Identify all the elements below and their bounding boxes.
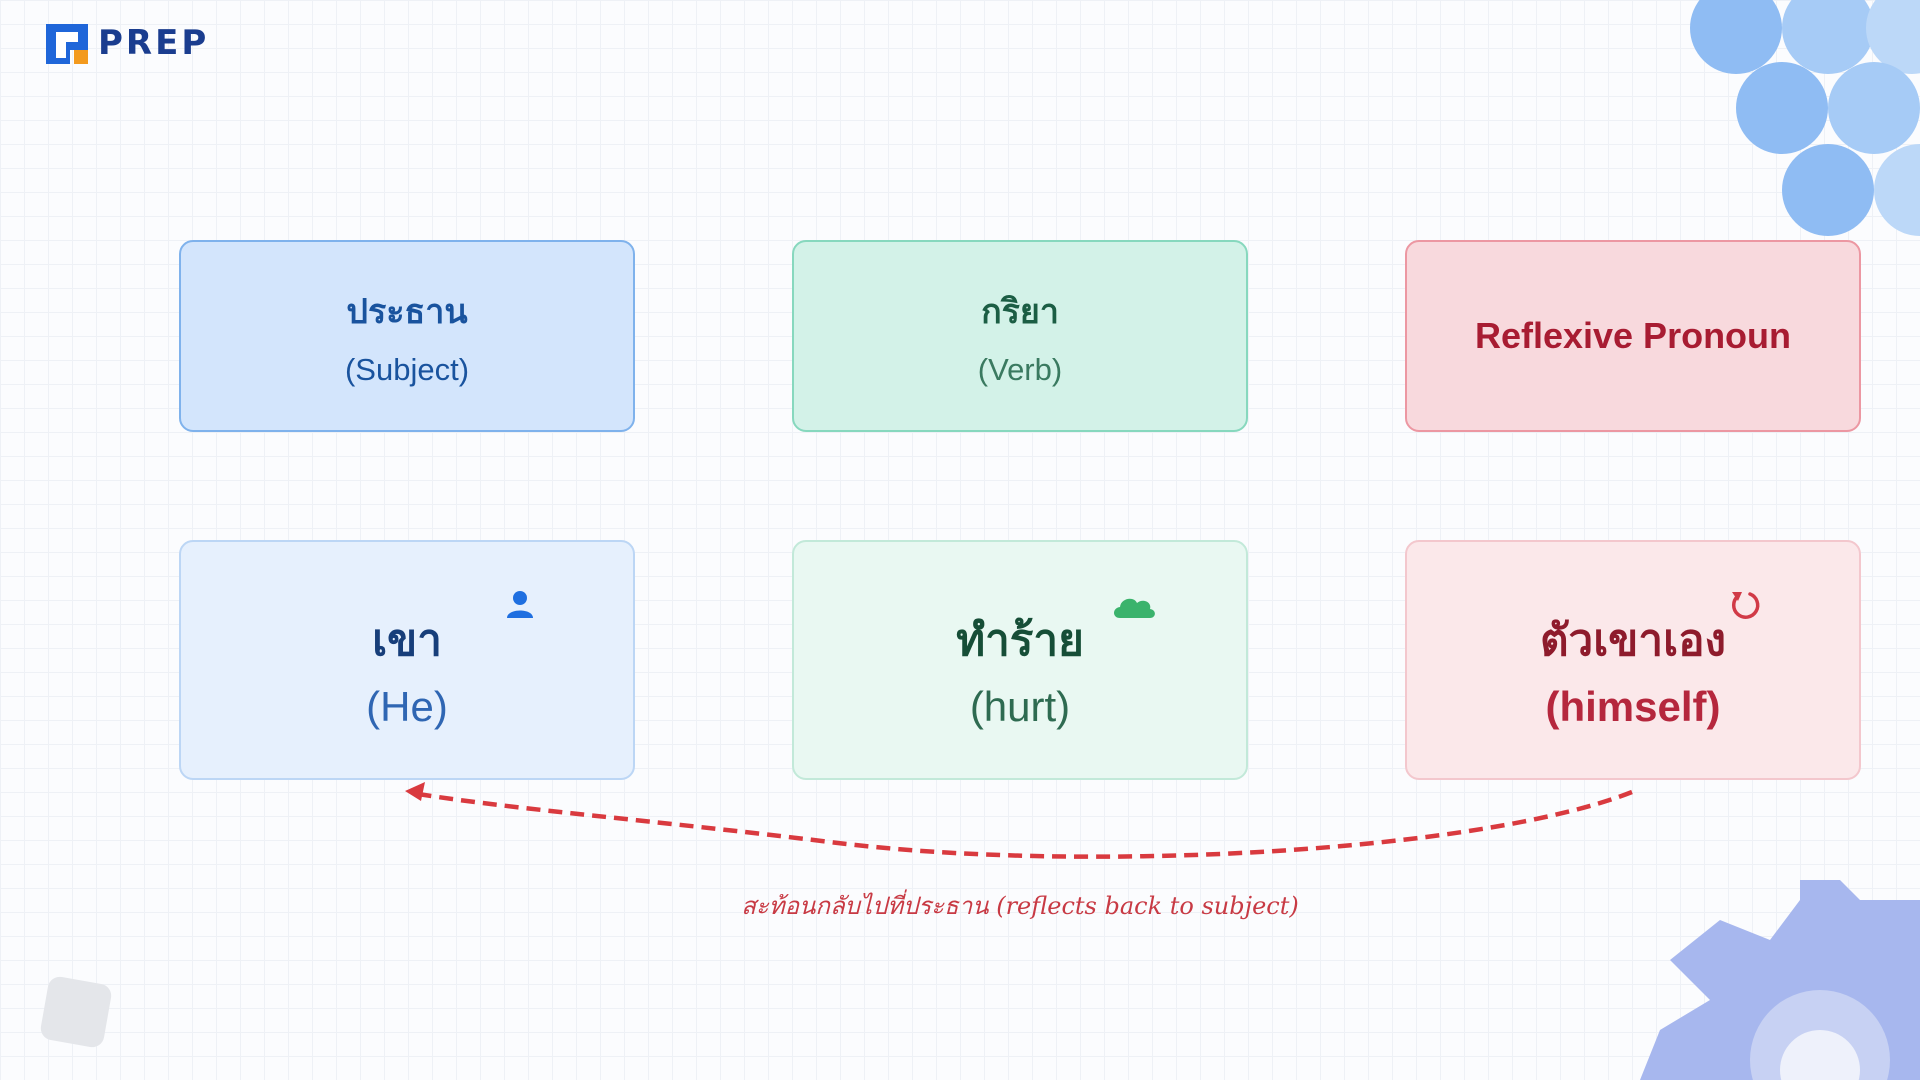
arrow-caption: สะท้อนกลับไปที่ประธาน (reflects back to … <box>741 892 1299 920</box>
pronoun-header-box: Reflexive Pronoun <box>1405 240 1861 432</box>
pronoun-header-english: Reflexive Pronoun <box>1474 315 1792 356</box>
rotate-icon <box>1731 592 1760 619</box>
decorative-circles <box>1690 0 1920 236</box>
verb-header-english: (Verb) <box>977 352 1063 387</box>
person-icon <box>507 591 533 618</box>
arrow-path <box>417 789 1633 859</box>
verb-word-thai: ทำร้าย <box>956 615 1084 666</box>
subject-header-thai: ประธาน <box>346 292 468 332</box>
brand-logo: PREP <box>44 20 209 66</box>
verb-header-thai: กริยา <box>981 292 1059 332</box>
gear-decoration <box>1640 880 1920 1080</box>
decorative-square <box>40 976 112 1048</box>
pronoun-word-box: ตัวเขาเอง (himself) <box>1405 540 1861 780</box>
subject-word-english: (He) <box>366 683 448 730</box>
subject-word-box: เขา (He) <box>179 540 635 780</box>
arrowhead <box>405 782 425 801</box>
subject-header-english: (Subject) <box>344 352 470 387</box>
subject-word-thai: เขา <box>372 615 442 666</box>
brand-name: PREP <box>98 23 210 63</box>
pronoun-word-thai: ตัวเขาเอง <box>1539 615 1727 666</box>
cloud-icon <box>1114 598 1155 618</box>
verb-word-english: (hurt) <box>969 683 1071 730</box>
verb-header-box: กริยา (Verb) <box>792 240 1248 432</box>
subject-header-box: ประธาน (Subject) <box>179 240 635 432</box>
prep-logo-icon <box>46 24 88 64</box>
verb-word-box: ทำร้าย (hurt) <box>792 540 1248 780</box>
pronoun-word-english: (himself) <box>1545 683 1721 730</box>
